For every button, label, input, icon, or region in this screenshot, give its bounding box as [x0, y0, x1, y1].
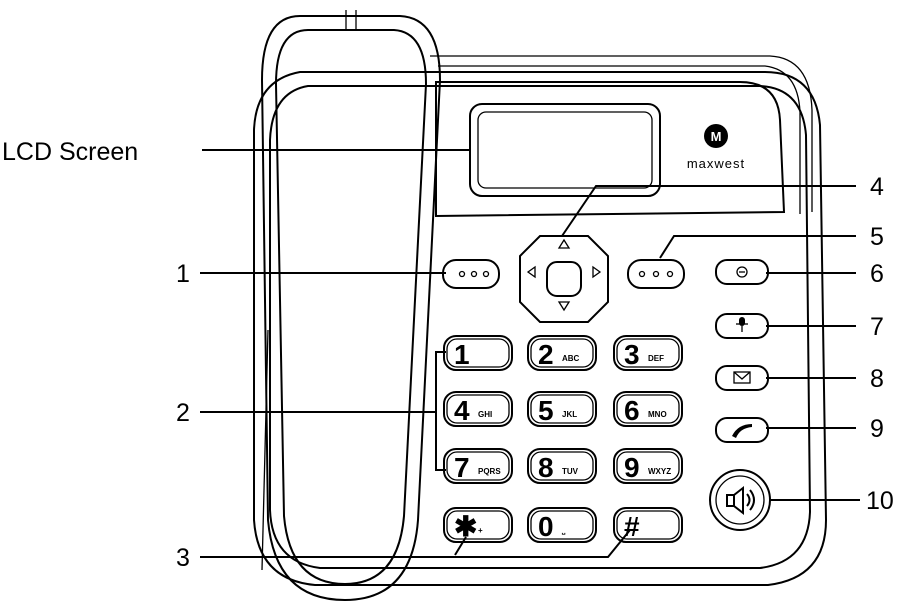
dots-icon	[638, 270, 674, 278]
key-3[interactable]: 3 DEF	[613, 335, 683, 371]
label-7: 7	[870, 313, 884, 341]
key-12[interactable]: #	[613, 507, 683, 543]
key-digit: ✱	[454, 511, 477, 542]
message-button[interactable]	[715, 365, 769, 391]
key-letters: MNO	[648, 410, 667, 419]
key-4[interactable]: 4 GHI	[443, 391, 513, 427]
speaker-icon	[726, 485, 755, 516]
key-letters: +	[478, 526, 483, 535]
key-digit: 9	[624, 452, 640, 483]
key-digit: 8	[538, 452, 554, 483]
key-letters: PQRS	[478, 467, 501, 476]
brand-name: maxwest	[687, 156, 745, 171]
key-letters: GHI	[478, 410, 492, 419]
nav-ok-button[interactable]	[546, 261, 582, 297]
key-1[interactable]: 1	[443, 335, 513, 371]
microphone-icon	[736, 317, 748, 332]
speaker-button[interactable]	[709, 469, 771, 531]
key-9[interactable]: 9 WXYZ	[613, 448, 683, 484]
key-letters: DEF	[648, 354, 664, 363]
label-9: 9	[870, 415, 884, 443]
nav-right-icon[interactable]	[592, 265, 602, 279]
label-6: 6	[870, 260, 884, 288]
handset-icon	[732, 424, 752, 438]
key-letters: ⎵	[561, 526, 566, 536]
key-5[interactable]: 5 JKL	[527, 391, 597, 427]
key-digit: #	[624, 511, 640, 542]
label-2: 2	[176, 399, 190, 427]
key-7[interactable]: 7 PQRS	[443, 448, 513, 484]
callout-lines	[200, 149, 860, 558]
phone-base	[253, 55, 828, 586]
key-letters: JKL	[562, 410, 577, 419]
key-digit: 7	[454, 452, 470, 483]
key-6[interactable]: 6 MNO	[613, 391, 683, 427]
key-2[interactable]: 2 ABC	[527, 335, 597, 371]
mute-button[interactable]	[715, 313, 769, 339]
lcd-screen	[469, 103, 661, 197]
dots-icon	[458, 270, 490, 278]
key-digit: 0	[538, 511, 554, 542]
envelope-icon	[733, 371, 751, 384]
label-3: 3	[176, 544, 190, 572]
handset	[260, 10, 442, 602]
brand-logo: M maxwest	[687, 124, 745, 171]
call-button[interactable]	[715, 417, 769, 443]
label-4: 4	[870, 173, 884, 201]
redial-icon	[736, 266, 748, 278]
key-8[interactable]: 8 TUV	[527, 448, 597, 484]
key-digit: 5	[538, 395, 554, 426]
nav-up-icon[interactable]	[557, 238, 571, 249]
label-10: 10	[866, 487, 894, 515]
key-digit: 4	[454, 395, 470, 426]
key-digit: 3	[624, 339, 640, 370]
key-10[interactable]: ✱+	[443, 507, 513, 543]
left-soft-key[interactable]	[442, 259, 500, 289]
label-5: 5	[870, 223, 884, 251]
key-letters: TUV	[562, 467, 579, 476]
nav-pad[interactable]	[519, 235, 609, 323]
nav-left-icon[interactable]	[526, 265, 536, 279]
right-soft-key[interactable]	[627, 259, 685, 289]
lcd-panel	[435, 81, 786, 218]
key-letters: WXYZ	[648, 467, 671, 476]
label-lcd-screen: LCD Screen	[2, 138, 138, 166]
key-digit: 1	[454, 339, 470, 370]
label-1: 1	[176, 260, 190, 288]
label-8: 8	[870, 365, 884, 393]
redial-button[interactable]	[715, 259, 769, 285]
logo-letter: M	[711, 129, 722, 144]
key-letters: ABC	[562, 354, 580, 363]
nav-down-icon[interactable]	[557, 301, 571, 312]
key-11[interactable]: 0⎵	[527, 507, 597, 543]
key-digit: 2	[538, 339, 554, 370]
key-digit: 6	[624, 395, 640, 426]
